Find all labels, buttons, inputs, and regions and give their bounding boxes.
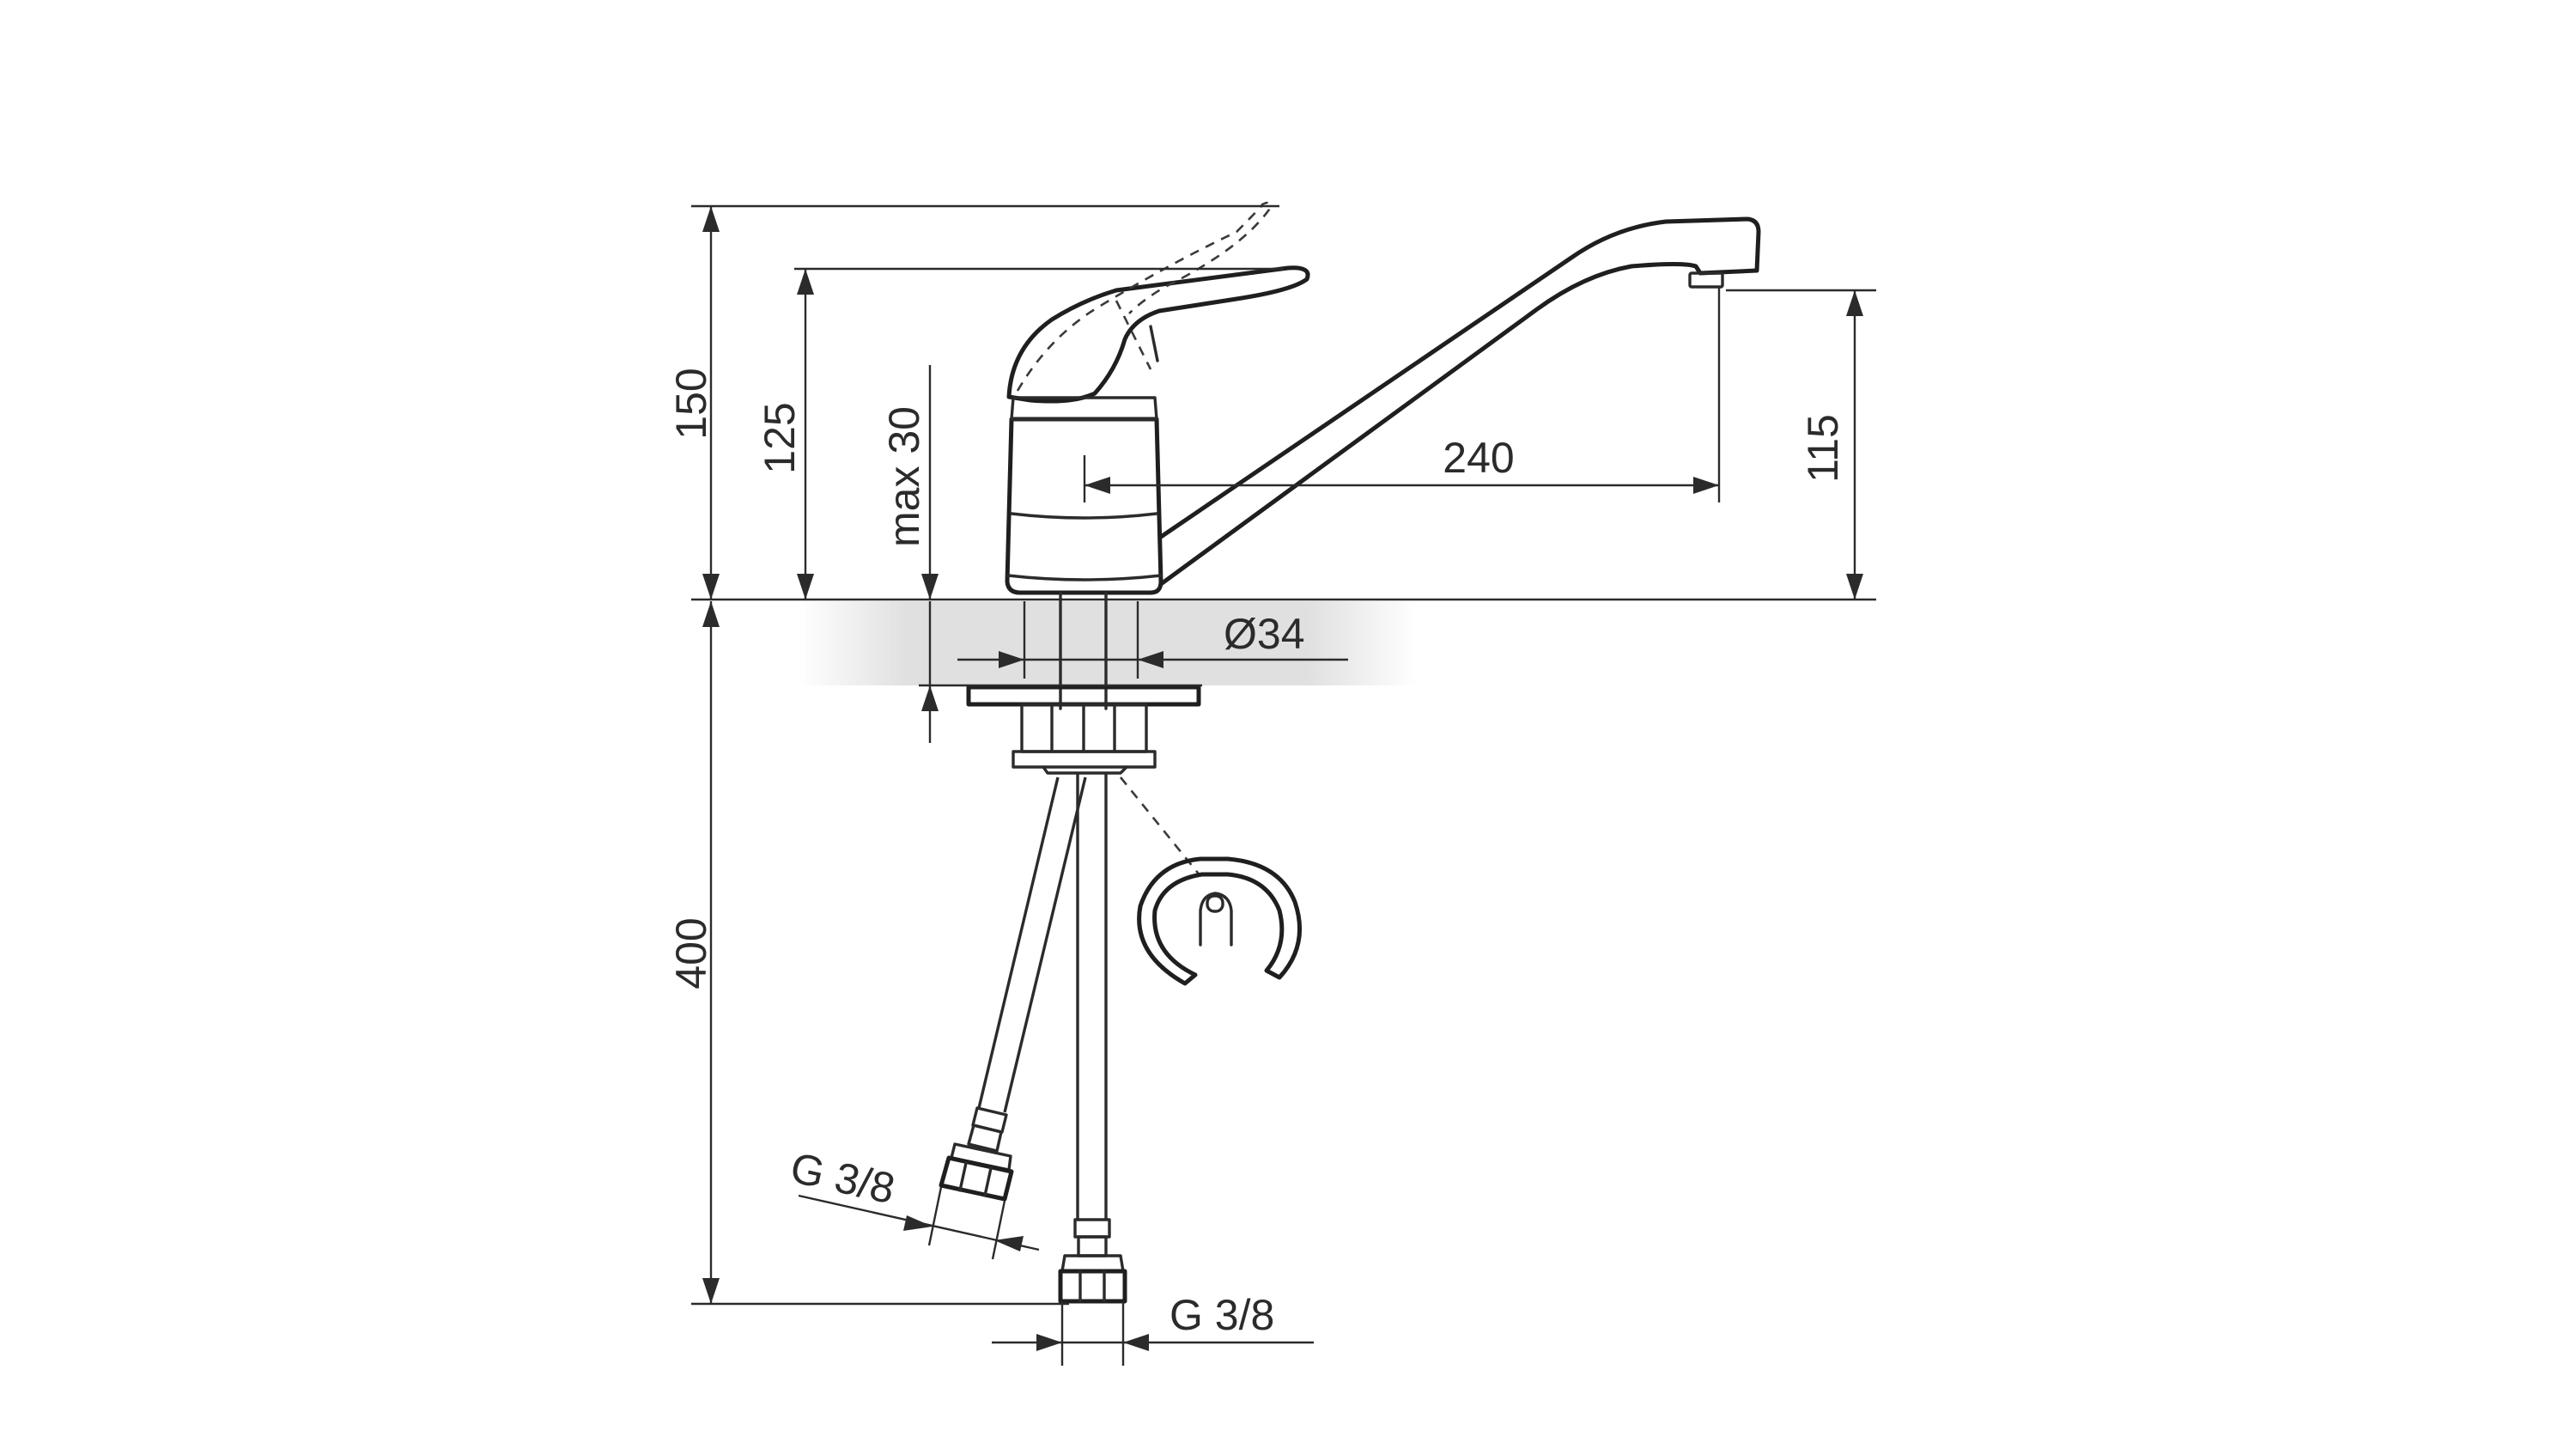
max-thickness-label: max 30	[880, 406, 928, 547]
dimension-hose-length	[691, 601, 1069, 1306]
countertop-section	[799, 601, 1417, 685]
faucet-body	[1005, 417, 1163, 595]
dimension-spout-height	[1726, 289, 1876, 600]
dimension-spout-reach	[1083, 288, 1721, 502]
flexible-hose-left	[939, 776, 1087, 1202]
lever-handle-raised	[1016, 201, 1272, 392]
dimension-thread-right	[992, 1301, 1314, 1366]
dimension-thread-left	[798, 1186, 1040, 1260]
dimension-max-thickness	[919, 365, 1202, 743]
retaining-clip	[1119, 776, 1303, 986]
lever-height-label: 125	[756, 402, 804, 473]
dimension-lever-height	[794, 267, 1284, 600]
hose-length-label: 400	[667, 917, 715, 989]
mounting-hardware	[966, 591, 1201, 775]
spout-height-label: 115	[1799, 414, 1847, 483]
lever-handle	[1006, 265, 1310, 421]
dimension-hole-diameter	[957, 601, 1348, 679]
flexible-hose-right	[1058, 773, 1127, 1304]
total-height-label: 150	[667, 368, 715, 439]
thread-right-label: G 3/8	[1170, 1291, 1274, 1339]
faucet-spout	[1158, 216, 1761, 587]
hole-diameter-label: Ø34	[1224, 610, 1305, 658]
dimension-total-height	[691, 204, 1279, 600]
spout-reach-label: 240	[1443, 434, 1514, 482]
thread-left-label: G 3/8	[787, 1143, 900, 1213]
